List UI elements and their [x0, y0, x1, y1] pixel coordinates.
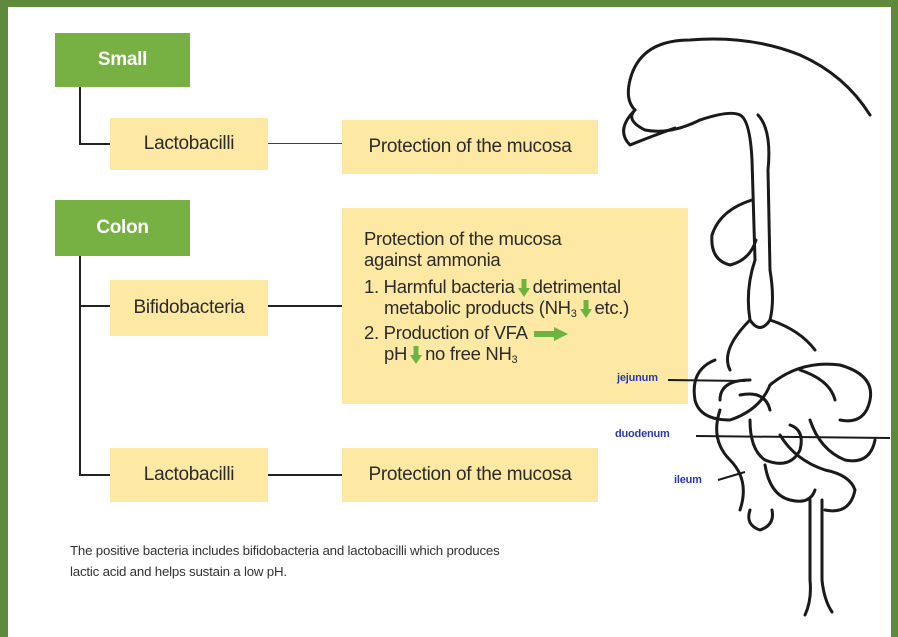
item-1-subscript: 3 [571, 308, 577, 320]
colon-connector-vertical [79, 256, 81, 476]
small-lactobacilli-label: Lactobacilli [144, 133, 234, 155]
right-arrow-icon [534, 327, 568, 341]
down-arrow-icon [518, 279, 530, 297]
bifido-effect-connector [268, 305, 342, 307]
item-1-text-c: metabolic products (NH [384, 297, 571, 318]
colon-lactobacilli-box: Lactobacilli [110, 448, 268, 502]
caption-line-1: The positive bacteria includes bifidobac… [70, 540, 630, 561]
bifidobacteria-label: Bifidobacteria [134, 297, 245, 319]
small-effect-connector [268, 143, 342, 144]
small-effect-box: Protection of the mucosa [342, 120, 598, 174]
lacto-effect-connector [268, 474, 342, 476]
small-intestine-box: Small [55, 33, 190, 87]
item-2-text-b: pH [384, 343, 407, 364]
jejunum-label: jejunum [617, 372, 658, 384]
small-lactobacilli-box: Lactobacilli [110, 118, 268, 170]
small-label: Small [98, 49, 147, 71]
small-connector-vertical [79, 87, 81, 144]
ileum-label: ileum [674, 474, 702, 486]
item-2-text-c: no free NH [425, 343, 511, 364]
caption: The positive bacteria includes bifidobac… [70, 540, 630, 582]
duodenum-label: duodenum [615, 428, 670, 440]
small-connector-horizontal [79, 143, 110, 145]
bifidobacteria-box: Bifidobacteria [110, 280, 268, 336]
colon-effect-label: Protection of the mucosa [369, 464, 572, 486]
item-1-text-a: 1. Harmful bacteria [364, 276, 515, 297]
item-2-subscript: 3 [512, 354, 518, 366]
item-2-text-a: 2. Production of VFA [364, 322, 528, 343]
caption-line-2: lactic acid and helps sustain a low pH. [70, 561, 630, 582]
colon-label: Colon [96, 217, 148, 239]
down-arrow-icon [580, 300, 592, 318]
chicken-digestive-tract-illustration [600, 20, 890, 620]
colon-effect-box: Protection of the mucosa [342, 448, 598, 502]
colon-lacto-connector [79, 474, 110, 476]
colon-bifido-connector [79, 305, 110, 307]
colon-box: Colon [55, 200, 190, 256]
colon-lactobacilli-label: Lactobacilli [144, 464, 234, 486]
down-arrow-icon [410, 346, 422, 364]
small-effect-label: Protection of the mucosa [369, 136, 572, 158]
